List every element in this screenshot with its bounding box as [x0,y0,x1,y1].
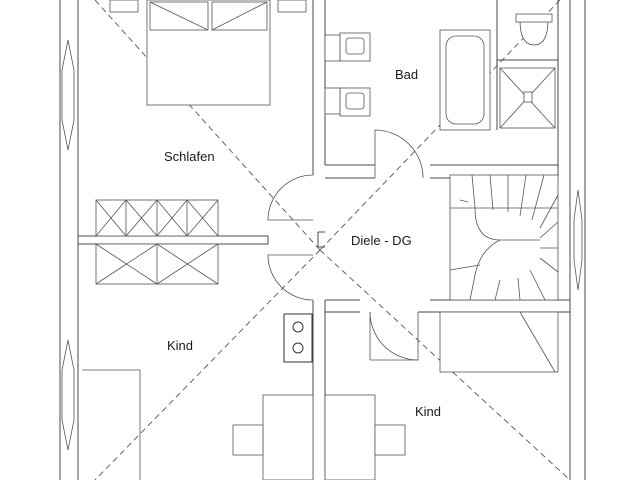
room-label-kind-left: Kind [167,338,193,353]
bed [109,0,307,106]
bathroom-fixtures [324,13,556,131]
doors [267,129,424,361]
room-label-diele: Diele - DG [351,233,412,248]
wardrobe-kind [95,243,219,285]
room-label-bad: Bad [395,67,418,82]
staircase [449,174,559,301]
room-label-kind-right: Kind [415,404,441,419]
stove [283,313,313,363]
desks [232,394,406,480]
wardrobe-schlafen [95,199,219,237]
windows [61,39,583,451]
room-label-schlafen: Schlafen [164,149,215,164]
kind-right-fixtures [82,311,559,480]
